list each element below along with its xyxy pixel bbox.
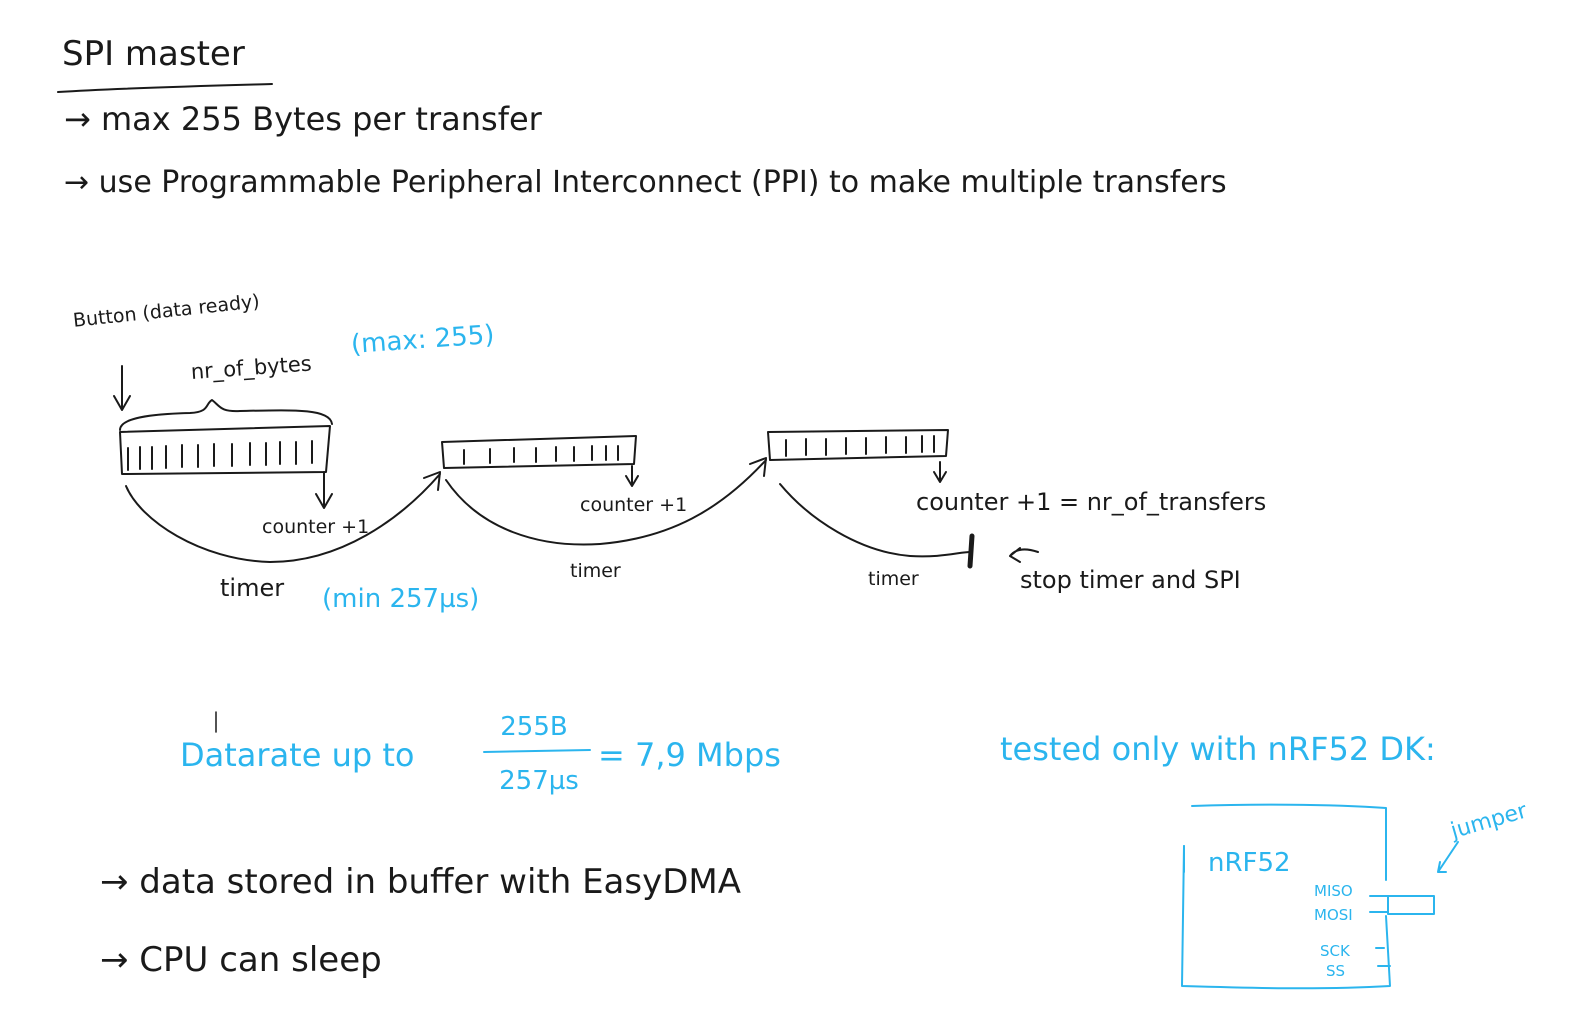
- timer-arc-3: [779, 483, 971, 558]
- counter-final-label: counter +1 = nr_of_transfers: [916, 488, 1267, 516]
- board: [1181, 803, 1459, 990]
- pin-sck: SCK: [1320, 942, 1350, 960]
- timer-arc-1: [125, 471, 441, 563]
- buffer-3: [767, 429, 949, 461]
- jumper: [1387, 895, 1435, 915]
- stop-bar: [967, 533, 975, 569]
- buffer-1: [119, 425, 331, 475]
- datarate-prefix: Datarate up to: [180, 736, 415, 774]
- pin-miso: MISO: [1314, 882, 1353, 900]
- timer-label-3: timer: [868, 568, 919, 590]
- page-title: SPI master: [62, 34, 245, 74]
- timer-label-1: timer: [220, 574, 285, 602]
- counter-arrow-1: [315, 471, 333, 509]
- counter-label-2: counter +1: [580, 494, 688, 516]
- bullet-cpu-sleep: → CPU can sleep: [100, 940, 382, 980]
- bullet-easydma: → data stored in buffer with EasyDMA: [100, 862, 742, 902]
- datarate-result: = 7,9 Mbps: [598, 736, 781, 774]
- bytes-brace: [119, 399, 333, 431]
- datarate-numerator: 255B: [500, 712, 568, 742]
- pin-mosi: MOSI: [1314, 906, 1353, 924]
- counter-arrow-2: [625, 465, 639, 487]
- bullet-max-bytes: → max 255 Bytes per transfer: [64, 100, 542, 138]
- counter-label-1: counter +1: [262, 516, 370, 538]
- datarate-denominator: 257µs: [499, 766, 579, 796]
- stop-label: stop timer and SPI: [1020, 566, 1241, 594]
- title-underline: [57, 83, 273, 93]
- timer-arc-2: [445, 457, 767, 546]
- timer-label-2: timer: [570, 560, 621, 582]
- stop-arrow: [1009, 547, 1039, 563]
- bullet-ppi: → use Programmable Peripheral Interconne…: [64, 165, 1227, 200]
- counter-arrow-3: [933, 461, 947, 483]
- tested-label: tested only with nRF52 DK:: [1000, 730, 1436, 768]
- button-arrow: [113, 365, 131, 411]
- timer-min-label: (min 257µs): [322, 584, 480, 614]
- buffer-2: [441, 435, 637, 469]
- fraction-bar: [483, 749, 591, 753]
- board-name: nRF52: [1208, 848, 1291, 878]
- pin-ss: SS: [1326, 962, 1346, 980]
